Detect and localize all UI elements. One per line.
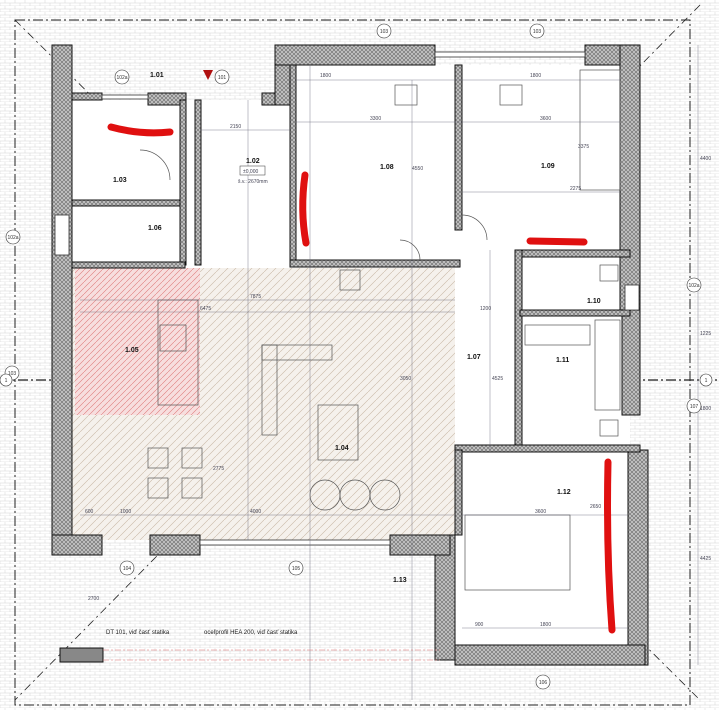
- grid-label: 102a: [116, 75, 127, 81]
- grid-label: 102a: [688, 283, 699, 289]
- room-label-1.11: 1.11: [556, 357, 569, 364]
- grid-label: 107: [690, 404, 699, 410]
- dimension-label: 4525: [492, 376, 503, 382]
- dimension-labels: 3300 3600 2150 1800 1800 4000 7875 3600 …: [85, 73, 711, 628]
- note-hea200: oceľprofil HEA 200, viď časť statika: [204, 630, 298, 636]
- room-label-1.10: 1.10: [587, 298, 601, 305]
- red-markup: [107, 123, 616, 634]
- dimension-label: 600: [85, 509, 94, 515]
- room-label-1.12: 1.12: [557, 489, 571, 496]
- grid-label: 101: [218, 75, 227, 81]
- room-label-1.06: 1.06: [148, 225, 162, 232]
- level-box: [239, 165, 266, 176]
- room-label-1.09: 1.09: [541, 163, 555, 170]
- furniture: [139, 69, 621, 591]
- beam-lines: [103, 649, 440, 661]
- room-label-1.08: 1.08: [380, 164, 394, 171]
- dimension-label: 3375: [578, 144, 589, 150]
- dimension-label: 1800: [320, 73, 331, 79]
- dimension-label: 2775: [213, 466, 224, 472]
- grid-label: 103: [380, 29, 389, 35]
- grid-label: 104: [123, 566, 132, 572]
- room-label-1.04: 1.04: [335, 445, 349, 452]
- dimension-label: 4400: [700, 156, 711, 162]
- note-dt101: DT 101, viď časť statika: [106, 630, 170, 636]
- grid-label: 106: [539, 680, 548, 686]
- grid-label: 1: [705, 378, 708, 384]
- grid-marker-labels: 103 103 102a 101 102a 103 102a 107 104 1…: [5, 29, 708, 686]
- dimension-label: 1800: [540, 622, 551, 628]
- room-labels: 1.01 1.02 1.03 1.04 1.05 1.06 1.07 1.08 …: [113, 72, 601, 584]
- room-label-1.01: 1.01: [150, 72, 164, 79]
- dimension-label: 1000: [120, 509, 131, 515]
- dimension-label: 2150: [230, 124, 241, 130]
- room-label-1.07: 1.07: [467, 354, 481, 361]
- walls: [51, 44, 649, 666]
- dimension-label: 3600: [535, 509, 546, 515]
- grid-label: 102a: [7, 235, 18, 241]
- dimension-label: 7875: [250, 294, 261, 300]
- dimension-label: 900: [475, 622, 484, 628]
- dimension-label: 4000: [250, 509, 261, 515]
- column-dt101: [59, 647, 104, 663]
- dimension-label: 3600: [540, 116, 551, 122]
- room-label-1.02: 1.02: [246, 158, 260, 165]
- kitchen-area-hatch: [75, 268, 200, 415]
- grid-label: 103: [533, 29, 542, 35]
- dimension-label: 2650: [590, 504, 601, 510]
- dimension-label: 4550: [412, 166, 423, 172]
- dimension-label: 6475: [200, 306, 211, 312]
- elevation-label: ±0,000: [243, 169, 258, 175]
- room-label-1.05: 1.05: [125, 347, 139, 354]
- grid-label: 105: [292, 566, 301, 572]
- clear-height-label: š.v.: 2670mm: [238, 179, 268, 185]
- grid-markers: [0, 23, 713, 690]
- windows: [54, 51, 640, 546]
- entrance-marker-icon: [203, 70, 213, 80]
- dimension-label: 1800: [530, 73, 541, 79]
- dimension-label: 2275: [570, 186, 581, 192]
- dimension-label: 1200: [480, 306, 491, 312]
- dimension-label: 3050: [400, 376, 411, 382]
- room-label-1.03: 1.03: [113, 177, 127, 184]
- dimension-label: 1225: [700, 331, 711, 337]
- dimension-label: 4425: [700, 556, 711, 562]
- dimension-label: 2700: [88, 596, 99, 602]
- room-label-1.13: 1.13: [393, 577, 407, 584]
- dimension-label: 3300: [370, 116, 381, 122]
- grid-label: 1: [5, 378, 8, 384]
- dimension-label: 1800: [700, 406, 711, 412]
- grid-label: 103: [8, 371, 17, 377]
